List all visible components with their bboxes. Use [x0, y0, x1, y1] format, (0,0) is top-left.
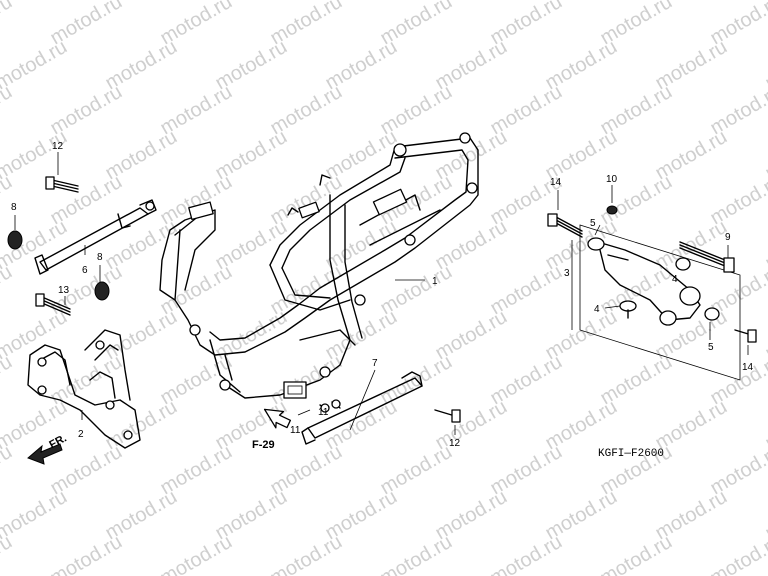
callout-7: 7 [372, 358, 378, 369]
callout-3: 3 [564, 268, 570, 279]
main-frame [159, 132, 479, 399]
callout-2: 2 [78, 429, 84, 440]
watermark-text: motod.ru [267, 531, 346, 576]
watermark-text: motod.ru [0, 261, 16, 320]
front-stay [34, 199, 157, 275]
callout-8-left: 8 [11, 202, 17, 213]
callout-10: 10 [606, 174, 618, 185]
labels: 1 2 3 4 4 5 5 6 7 8 8 9 10 11 11 12 12 1… [11, 141, 754, 460]
callout-13: 13 [58, 285, 70, 296]
watermark-text: motod.ru [157, 531, 236, 576]
watermark-text: motod.ru [597, 531, 676, 576]
left-hardware [7, 176, 110, 316]
callout-11-b: 11 [318, 407, 329, 418]
callout-6: 6 [82, 265, 88, 276]
callout-14-top: 14 [550, 177, 562, 188]
watermark-text: motod.ru [47, 531, 126, 576]
front-arrow-label: FR. [47, 432, 68, 451]
watermark-text: motod.ru [0, 441, 16, 500]
callout-12-bottom: 12 [449, 438, 461, 449]
callout-1: 1 [432, 276, 438, 287]
callout-5-lower: 5 [708, 342, 714, 353]
watermark-text: motod.ru [0, 171, 16, 230]
watermark-text: motod.ru [487, 531, 566, 576]
watermark-text: motod.ru [0, 81, 16, 140]
watermark-text: motod.ru [0, 351, 16, 410]
callout-12-top: 12 [52, 141, 64, 152]
engine-hanger-assembly [547, 205, 757, 381]
watermark-text: motod.ru [0, 36, 71, 95]
front-bracket [27, 329, 141, 449]
ref-page-label: F-29 [252, 439, 275, 451]
rear-stay [301, 371, 461, 445]
callout-4-lower: 4 [594, 304, 600, 315]
callout-5-upper: 5 [590, 218, 596, 229]
front-arrow [27, 443, 63, 465]
callout-4-upper: 4 [672, 274, 678, 285]
diagram-code: KGFI—F2600 [598, 448, 664, 460]
callout-14-bottom: 14 [742, 362, 754, 373]
ref-arrow [263, 408, 292, 429]
watermark-text: motod.ru [0, 126, 71, 185]
watermark-text: motod.ru [707, 531, 768, 576]
watermark-text: motod.ru [0, 486, 71, 545]
watermark-text: motod.ru [0, 0, 16, 49]
callout-9: 9 [725, 232, 731, 243]
leader-lines [14, 152, 749, 435]
watermark-text: motod.ru [377, 531, 456, 576]
callout-8-right: 8 [97, 252, 103, 263]
callout-11-a: 11 [290, 425, 301, 436]
